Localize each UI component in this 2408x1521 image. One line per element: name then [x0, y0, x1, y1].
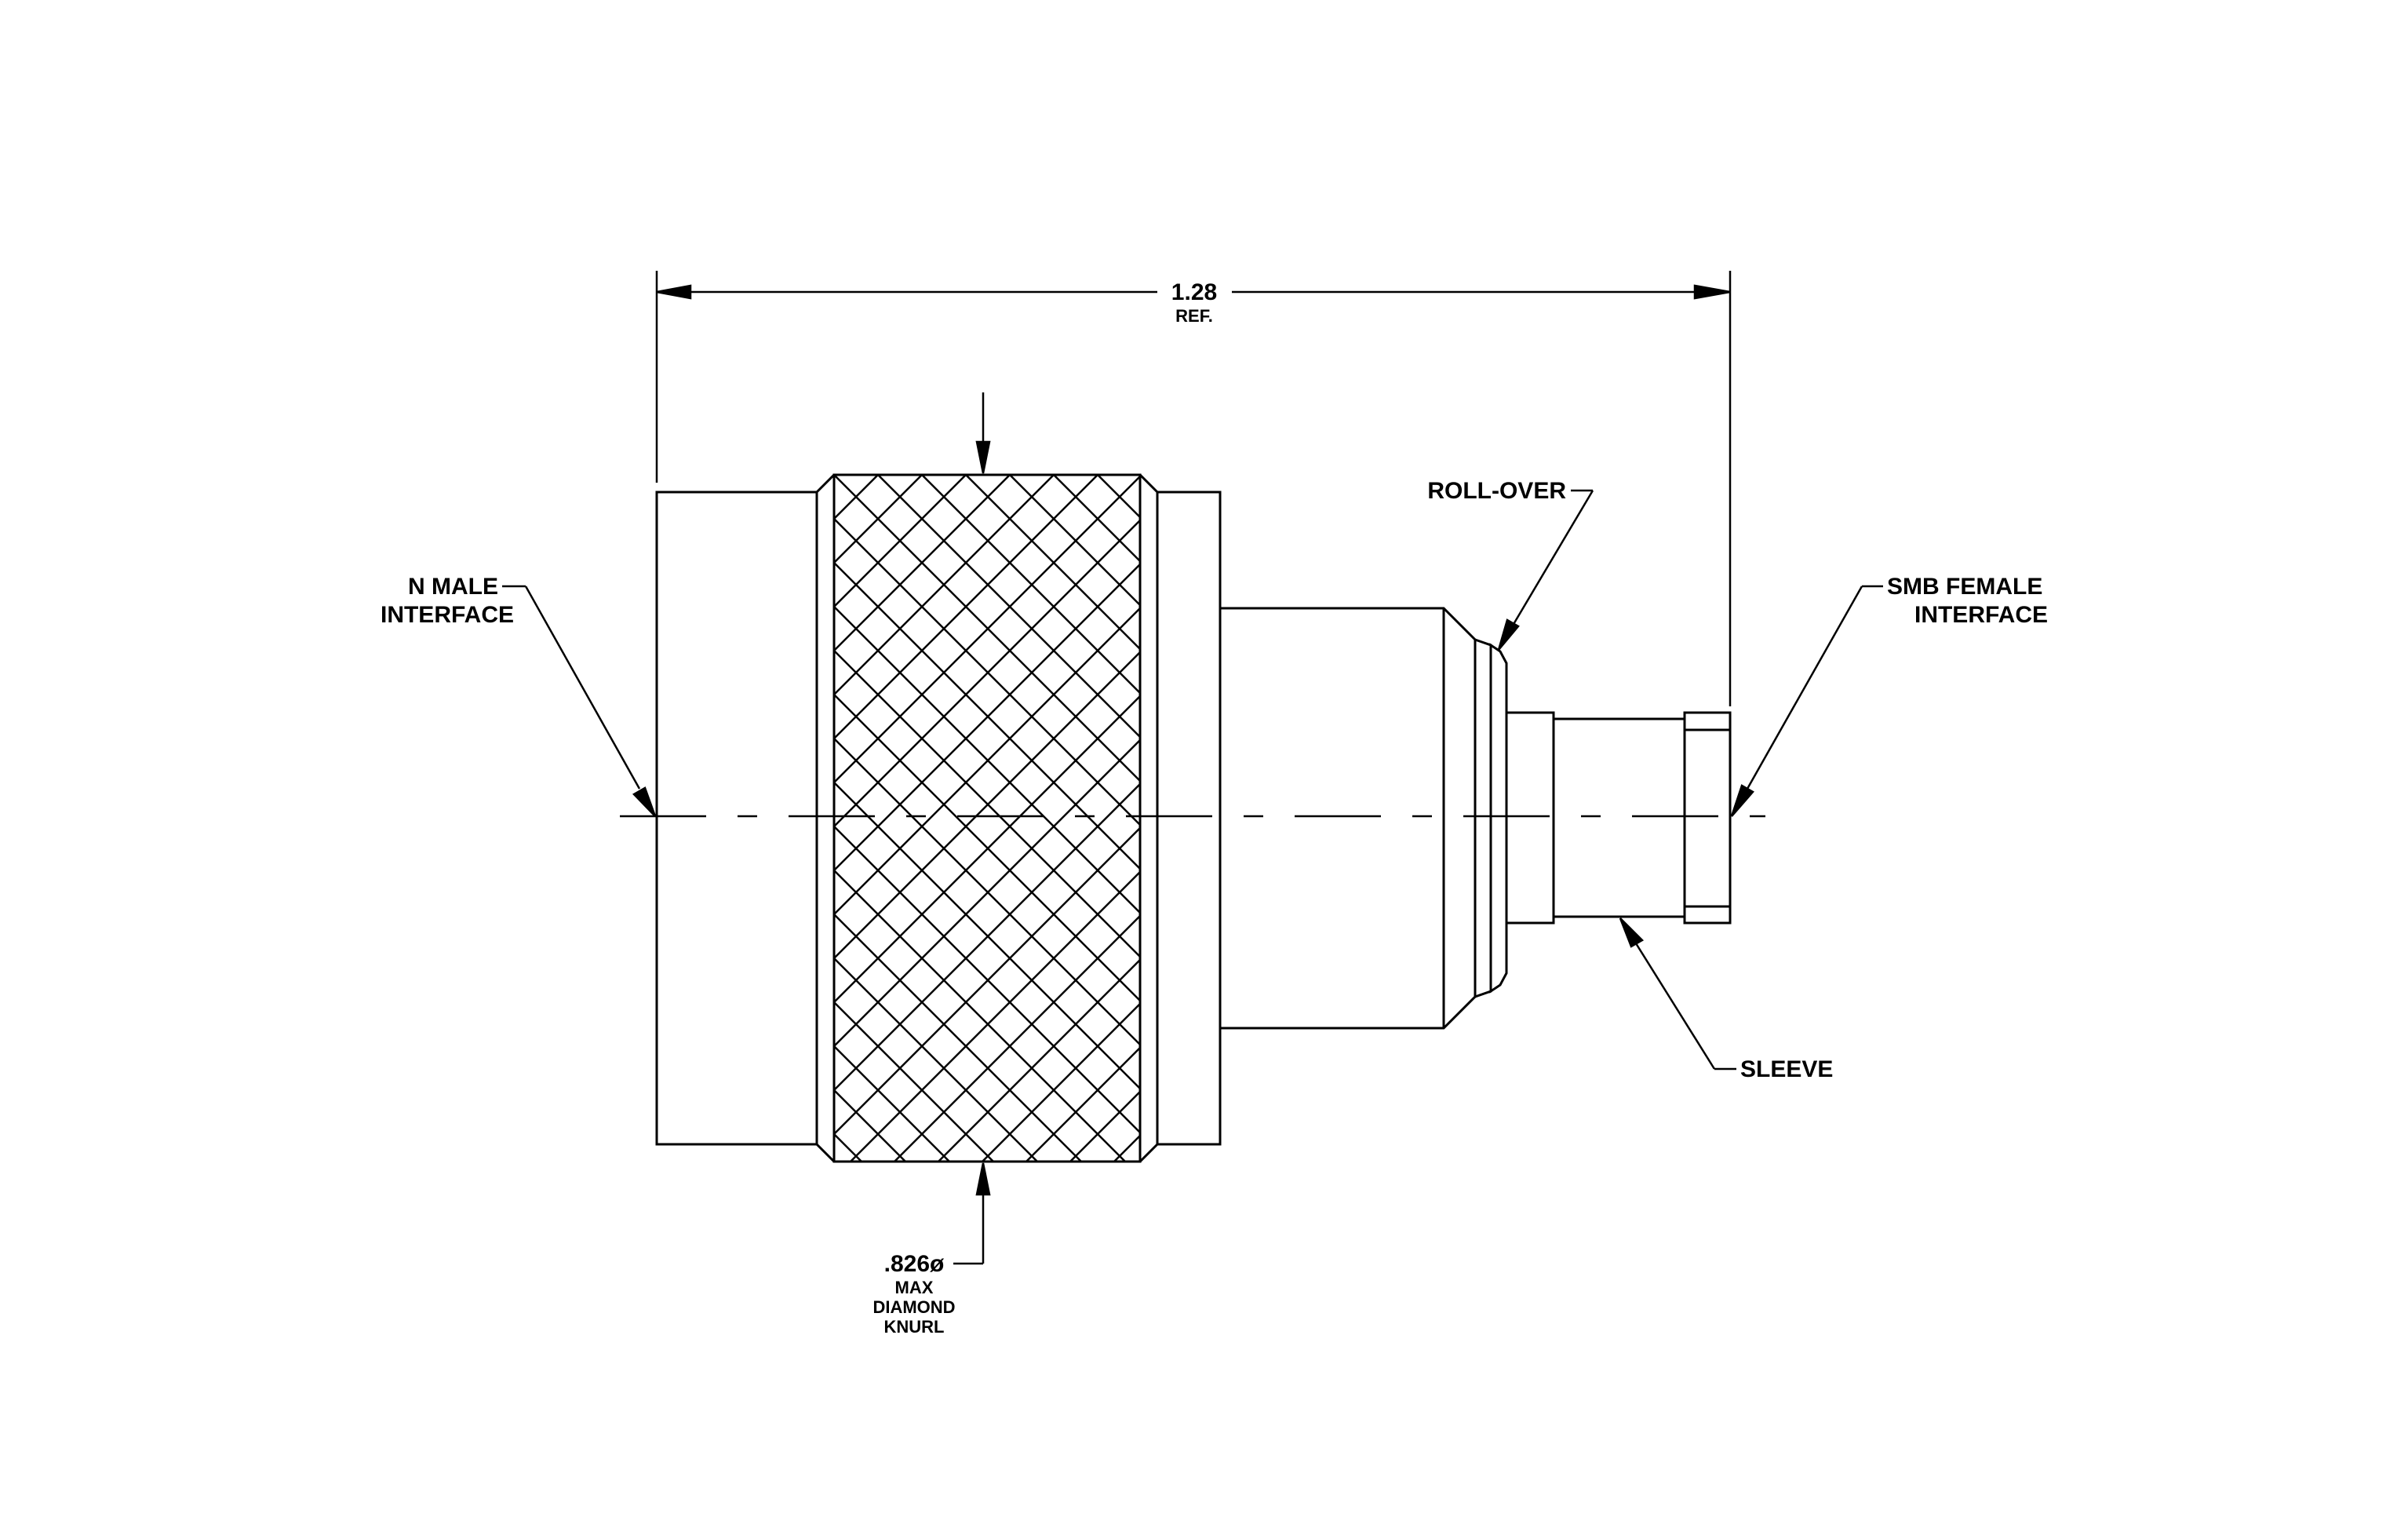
knurl-note-max: MAX: [895, 1278, 934, 1297]
knurl-diameter: .826ø: [884, 1251, 945, 1277]
arrow-head: [1693, 284, 1731, 300]
sleeve-leader: [1634, 943, 1716, 1070]
sleeve-label: SLEEVE: [1740, 1056, 1833, 1082]
arrow-head: [1619, 917, 1645, 948]
overall-length-value: 1.28: [1171, 279, 1217, 305]
knurl-note-diamond: DIAMOND: [872, 1297, 955, 1317]
smb-body: [1505, 711, 1555, 925]
roll-over-leader: [1511, 490, 1594, 626]
arrow-head: [1730, 784, 1754, 817]
arrow-head: [975, 440, 991, 474]
smb-label-1: SMB FEMALE: [1887, 574, 2042, 600]
n-male-label-2: INTERFACE: [381, 602, 514, 628]
roll-over: [1474, 637, 1492, 999]
smb-label-2: INTERFACE: [1914, 602, 2048, 628]
nut-rear-ring: [1156, 491, 1222, 1146]
roll-over-label: ROLL-OVER: [1427, 478, 1566, 504]
roll-over-lip: [1489, 643, 1508, 994]
overall-length-note: REF.: [1175, 306, 1213, 326]
smb-leader: [1746, 585, 1863, 790]
adapter-body: [1219, 607, 1477, 1030]
n-male-body: [655, 491, 818, 1146]
smb-front-ring: [1683, 711, 1732, 925]
arrow-head: [1497, 618, 1520, 651]
arrow-head: [975, 1162, 991, 1196]
arrow-head: [656, 284, 692, 300]
diamond-knurl: [832, 473, 1142, 1163]
n-male-label-1: N MALE: [408, 574, 498, 600]
arrow-head: [632, 786, 657, 817]
n-male-leader: [524, 585, 641, 790]
knurl-note-knurl: KNURL: [884, 1317, 945, 1337]
sleeve: [1552, 717, 1686, 918]
